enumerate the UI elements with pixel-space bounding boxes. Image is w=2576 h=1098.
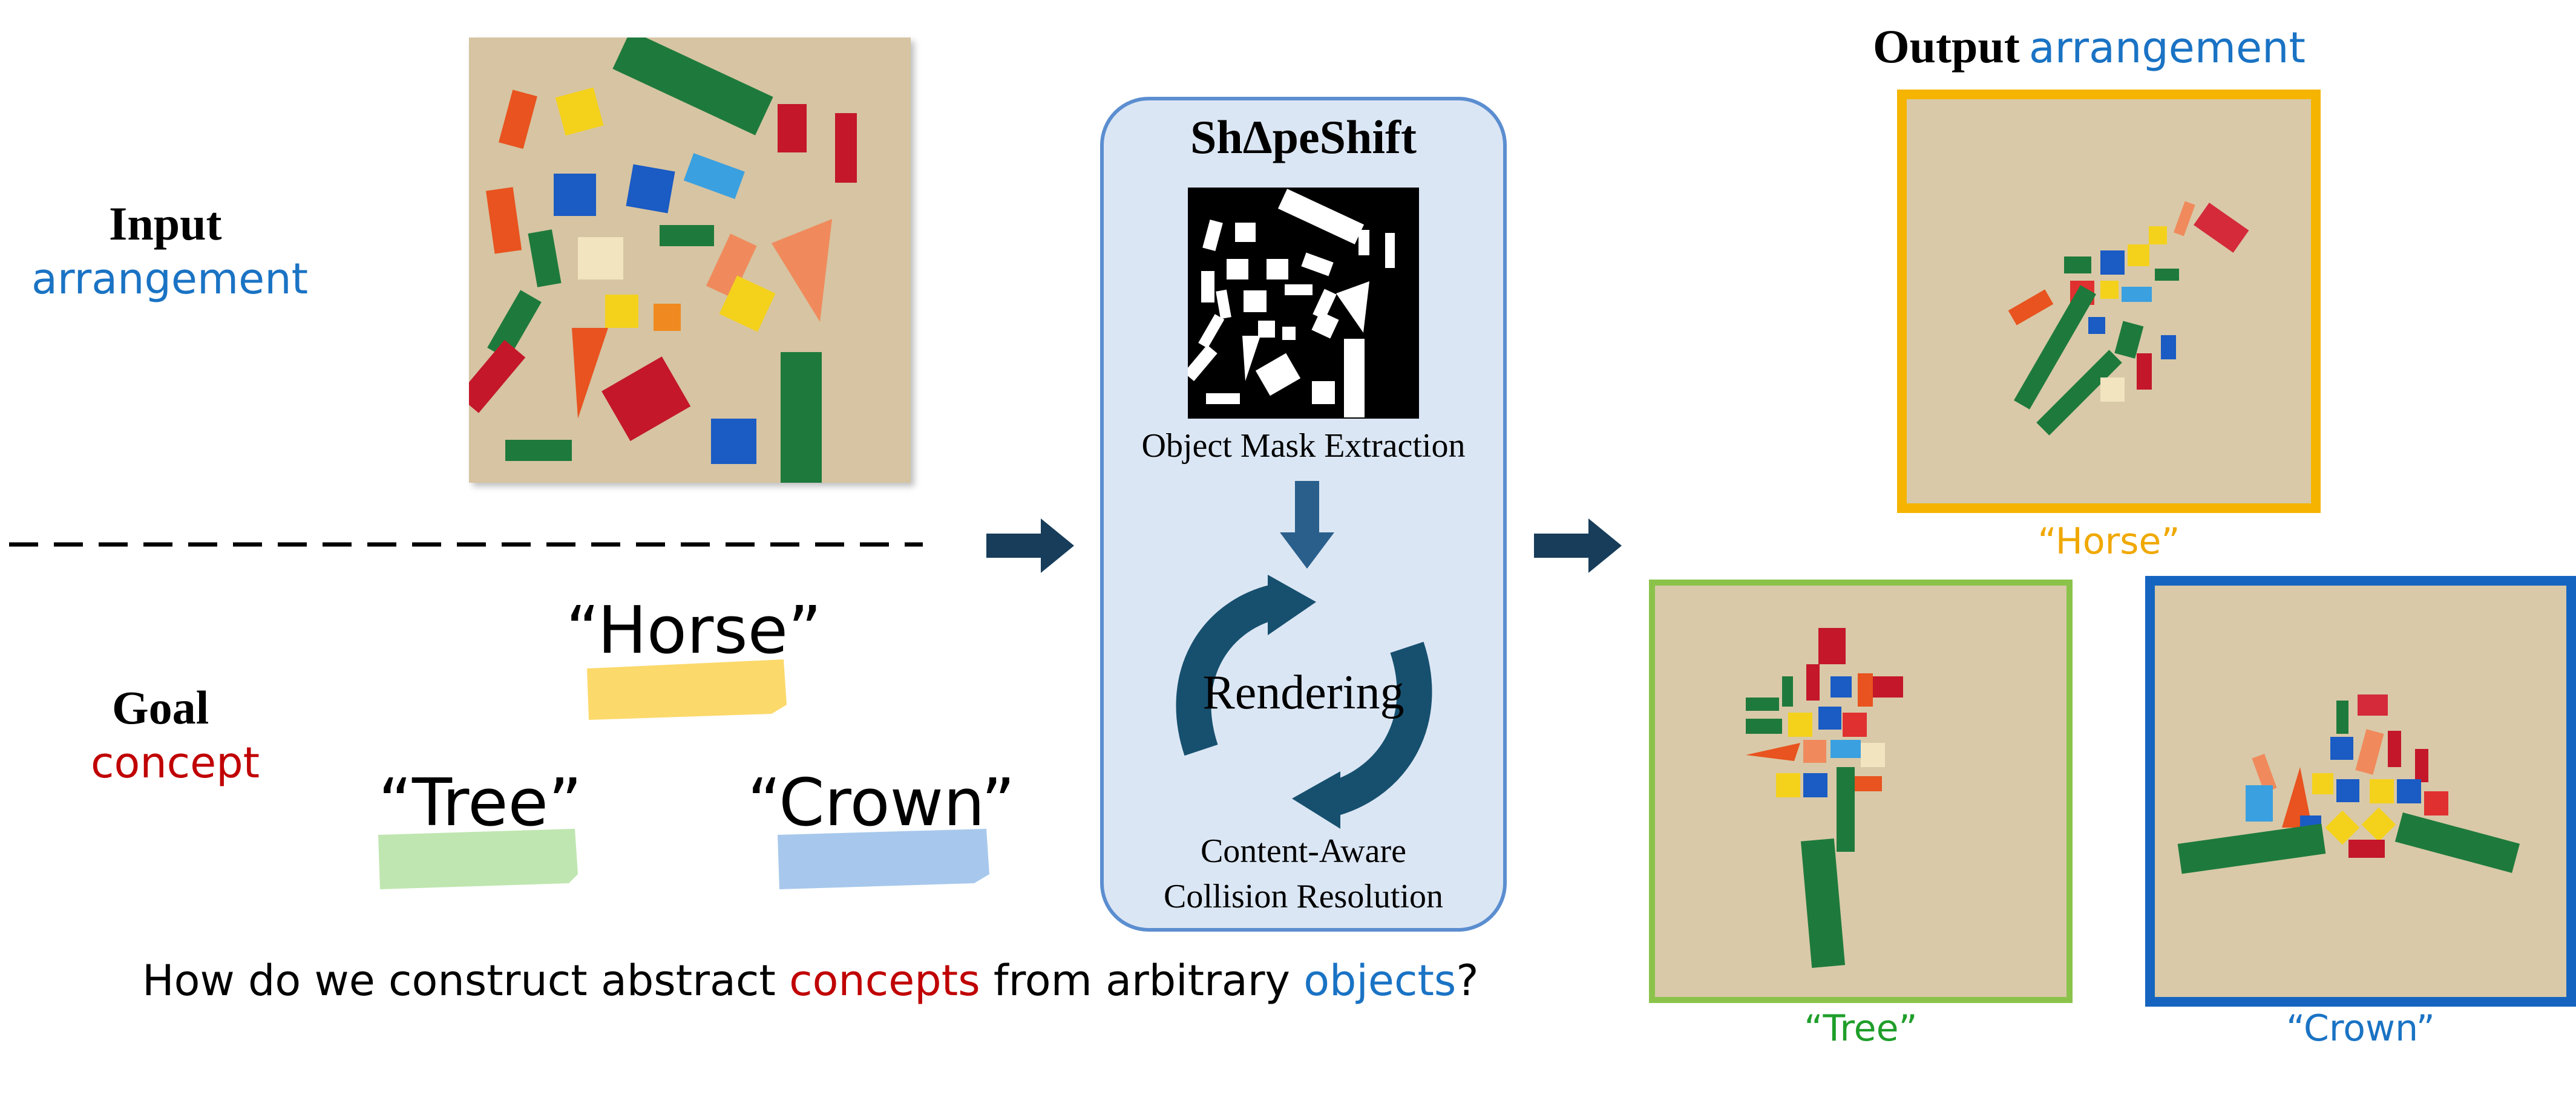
dashed-separator <box>9 542 923 547</box>
collision-caption-line2: Collision Resolution <box>1163 878 1444 915</box>
input-sublabel: arrangement <box>31 254 309 304</box>
arrow-right-icon <box>1534 518 1622 573</box>
question-text: How do we construct abstract concepts fr… <box>142 956 1479 1005</box>
output-horse-caption: “Horse” <box>2037 520 2180 563</box>
crown-arrangement-illustration <box>2155 586 2566 997</box>
loop-arrows-icon <box>1176 575 1432 829</box>
mask-shapes-illustration <box>1188 188 1419 419</box>
arrow-right-icon <box>986 518 1074 573</box>
output-crown-caption: “Crown” <box>2286 1007 2435 1050</box>
arrow-down-icon <box>1280 481 1334 569</box>
concept-word-crown: “Crown” <box>747 765 1015 841</box>
goal-sublabel: concept <box>91 738 260 788</box>
pipeline-title: ShΔpeShift <box>1190 111 1417 163</box>
output-tree-photo <box>1649 580 2073 1003</box>
tree-arrangement-illustration <box>1655 586 2066 997</box>
question-concepts: concepts <box>789 956 980 1005</box>
input-label: Input <box>109 197 222 250</box>
tree-highlight <box>378 829 578 889</box>
output-horse-photo <box>1897 90 2321 513</box>
goal-label: Goal <box>112 681 209 734</box>
output-crown-photo <box>2145 576 2576 1007</box>
output-label: Output arrangement <box>1873 19 2306 74</box>
input-arrangement-photo <box>469 38 911 483</box>
concept-word-tree: “Tree” <box>378 765 582 841</box>
input-blocks-illustration <box>469 38 911 483</box>
rendering-label: Rendering <box>1202 666 1404 719</box>
collision-caption-line1: Content-Aware <box>1200 832 1407 870</box>
question-part1: How do we construct abstract <box>142 956 790 1005</box>
output-label-word1: Output <box>1873 20 2020 73</box>
output-label-word2: arrangement <box>2028 23 2306 73</box>
horse-arrangement-illustration <box>1907 99 2311 503</box>
horse-highlight <box>587 659 787 720</box>
question-part3: ? <box>1456 956 1479 1005</box>
concept-word-horse: “Horse” <box>566 593 822 668</box>
question-part2: from arbitrary <box>980 956 1304 1005</box>
crown-highlight <box>778 829 989 889</box>
output-tree-caption: “Tree” <box>1804 1007 1918 1050</box>
question-objects: objects <box>1303 956 1457 1005</box>
mask-caption: Object Mask Extraction <box>1141 427 1466 465</box>
object-mask-image <box>1188 188 1419 419</box>
